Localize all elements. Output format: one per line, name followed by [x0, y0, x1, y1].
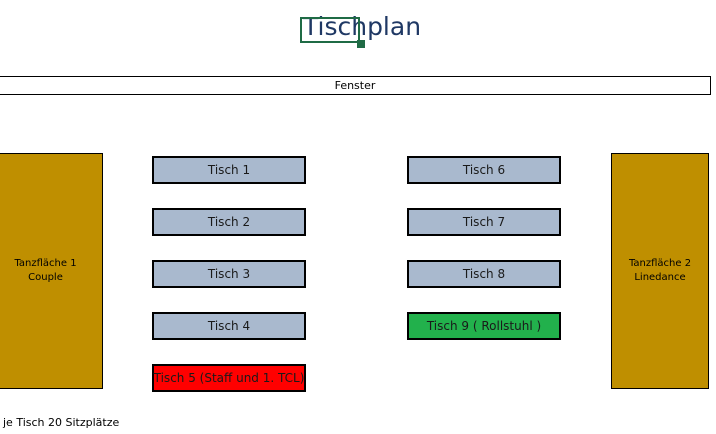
table-box-tisch-4[interactable]: Tisch 4	[152, 312, 306, 340]
dancefloor-2-title: Tanzfläche 2	[628, 258, 692, 269]
table-box-tisch-6[interactable]: Tisch 6	[407, 156, 561, 184]
table-label: Tisch 7	[462, 215, 506, 229]
dancefloor-tanzflaeche-2[interactable]: Tanzfläche 2 Linedance	[611, 153, 709, 389]
table-label: Tisch 1	[207, 163, 251, 177]
table-box-tisch-9[interactable]: Tisch 9 ( Rollstuhl )	[407, 312, 561, 340]
table-label: Tisch 8	[462, 267, 506, 281]
dancefloor-1-subtitle: Couple	[28, 272, 63, 283]
title-selection-rectangle[interactable]	[300, 17, 360, 43]
table-box-tisch-1[interactable]: Tisch 1	[152, 156, 306, 184]
fenster-label: Fenster	[334, 79, 376, 92]
table-box-tisch-2[interactable]: Tisch 2	[152, 208, 306, 236]
table-label: Tisch 3	[207, 267, 251, 281]
dancefloor-tanzflaeche-1[interactable]: Tanzfläche 1 Couple	[0, 153, 103, 389]
table-box-tisch-7[interactable]: Tisch 7	[407, 208, 561, 236]
table-box-tisch-8[interactable]: Tisch 8	[407, 260, 561, 288]
table-label: Tisch 6	[462, 163, 506, 177]
table-label: Tisch 9 ( Rollstuhl )	[426, 319, 542, 333]
table-box-tisch-3[interactable]: Tisch 3	[152, 260, 306, 288]
dancefloor-2-subtitle: Linedance	[634, 272, 686, 283]
selection-resize-handle[interactable]	[357, 40, 365, 48]
table-label: Tisch 5 (Staff und 1. TCL)	[153, 371, 305, 385]
seating-note: je Tisch 20 Sitzplätze	[3, 416, 120, 429]
page-title: Tischplan	[303, 12, 422, 41]
dancefloor-1-title: Tanzfläche 1	[14, 258, 77, 269]
fenster-bar[interactable]: Fenster	[0, 76, 711, 95]
table-label: Tisch 4	[207, 319, 251, 333]
table-label: Tisch 2	[207, 215, 251, 229]
table-box-tisch-5[interactable]: Tisch 5 (Staff und 1. TCL)	[152, 364, 306, 392]
